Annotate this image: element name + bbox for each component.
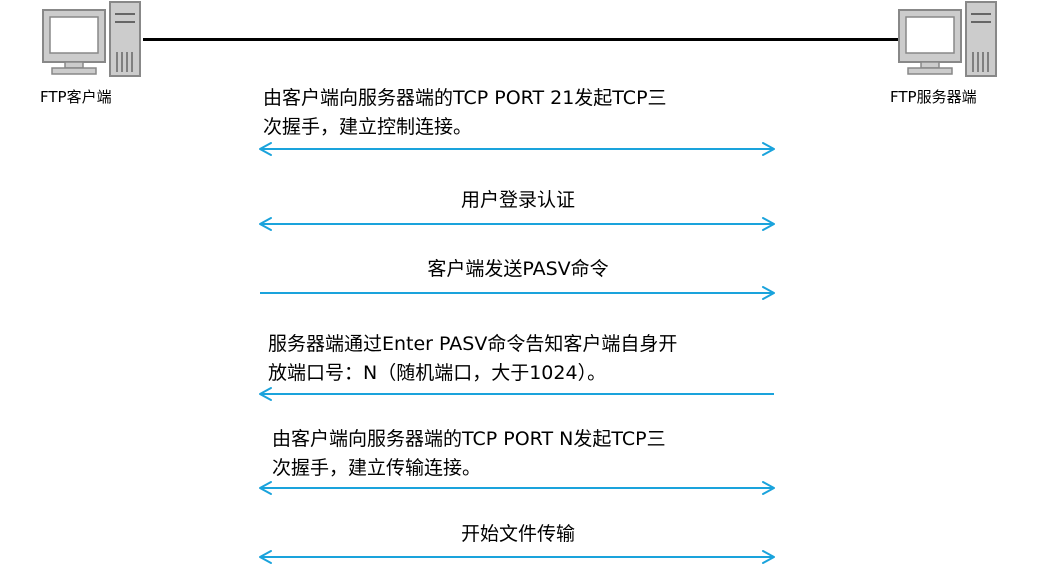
step-4-line-1: 服务器端通过Enter PASV命令告知客户端自身开 — [268, 333, 678, 355]
step-4-line-2: 放端口号：N（随机端口，大于1024）。 — [268, 362, 607, 384]
arrow-head-left — [259, 550, 272, 564]
step-2-line-1: 用户登录认证 — [460, 189, 575, 211]
step-1-line-2: 次握手，建立控制连接。 — [263, 116, 473, 138]
step-3-arrow — [258, 285, 776, 301]
client-computer-icon — [40, 0, 142, 80]
step-6-text: 开始文件传输 — [263, 520, 773, 549]
step-1-line-1: 由客户端向服务器端的TCP PORT 21发起TCP三 — [263, 87, 667, 109]
arrow-head-right — [762, 550, 775, 564]
step-4-arrow — [258, 386, 776, 402]
screen — [49, 16, 99, 54]
connection-line — [143, 38, 898, 41]
arrow-head-right — [762, 217, 775, 231]
arrow-head-left — [259, 481, 272, 495]
client-label: FTP客户端 — [40, 88, 112, 106]
monitor-stand — [64, 61, 84, 69]
step-2-text: 用户登录认证 — [263, 186, 773, 215]
arrow-head-left — [259, 217, 272, 231]
server-computer-icon — [896, 0, 998, 80]
monitor-base — [907, 67, 953, 75]
step-3-line-1: 客户端发送PASV命令 — [427, 258, 609, 280]
step-5-arrow — [258, 480, 776, 496]
step-1-text: 由客户端向服务器端的TCP PORT 21发起TCP三 次握手，建立控制连接。 — [263, 84, 773, 142]
step-3-text: 客户端发送PASV命令 — [263, 255, 773, 284]
arrow-head-left — [259, 142, 272, 156]
server-label: FTP服务器端 — [890, 88, 977, 106]
step-4-text: 服务器端通过Enter PASV命令告知客户端自身开 放端口号：N（随机端口，大… — [268, 330, 778, 388]
monitor-stand — [920, 61, 940, 69]
arrow-head-right — [762, 286, 775, 300]
monitor-base — [51, 67, 97, 75]
step-5-line-2: 次握手，建立传输连接。 — [272, 457, 482, 479]
step-5-line-1: 由客户端向服务器端的TCP PORT N发起TCP三 — [272, 428, 666, 450]
step-6-arrow — [258, 549, 776, 565]
step-1-arrow — [258, 141, 776, 157]
step-5-text: 由客户端向服务器端的TCP PORT N发起TCP三 次握手，建立传输连接。 — [272, 425, 782, 483]
step-2-arrow — [258, 216, 776, 232]
arrow-head-right — [762, 481, 775, 495]
step-6-line-1: 开始文件传输 — [460, 523, 575, 545]
arrow-head-left — [259, 387, 272, 401]
screen — [905, 16, 955, 54]
arrow-head-right — [762, 142, 775, 156]
